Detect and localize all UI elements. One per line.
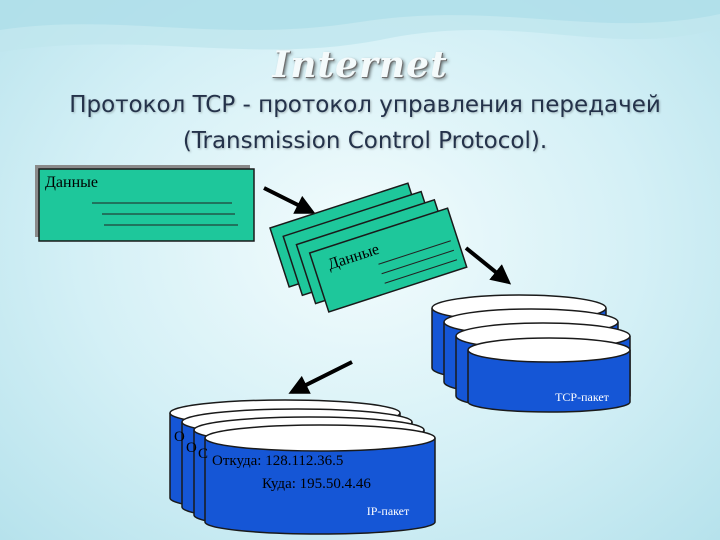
data-card-label: Данные	[45, 174, 98, 191]
top-wave-decoration	[0, 0, 720, 52]
ip-source-address: Откуда: 128.112.36.5	[212, 453, 343, 469]
arrow-tcp-to-ip	[288, 360, 353, 394]
arrow-data-to-segments	[263, 186, 316, 214]
ip-packet-stack: О О С Откуда: 128.112.36.5 Куда: 195.50.…	[169, 399, 436, 535]
ip-packet-label: IP-пакет	[367, 504, 410, 518]
ip-destination-address: Куда: 195.50.4.46	[262, 476, 371, 492]
tcp-packet-label: TCP-пакет	[555, 390, 610, 404]
tcp-packet-stack: TCP-пакет	[431, 294, 631, 413]
data-card: Данные	[35, 165, 255, 242]
ip-back-letter-1: О	[174, 429, 185, 445]
arrow-segments-to-tcp	[464, 246, 512, 285]
subtitle-line-2: (Transmission Control Protocol).	[182, 128, 548, 154]
segment-stack: Данные	[269, 182, 468, 313]
ip-back-letter-2: О	[186, 440, 197, 456]
slide-heading: Internet	[272, 44, 448, 86]
subtitle-line-1: Протокол TCP - протокол управления перед…	[69, 92, 661, 118]
ip-back-letter-3: С	[198, 446, 208, 462]
